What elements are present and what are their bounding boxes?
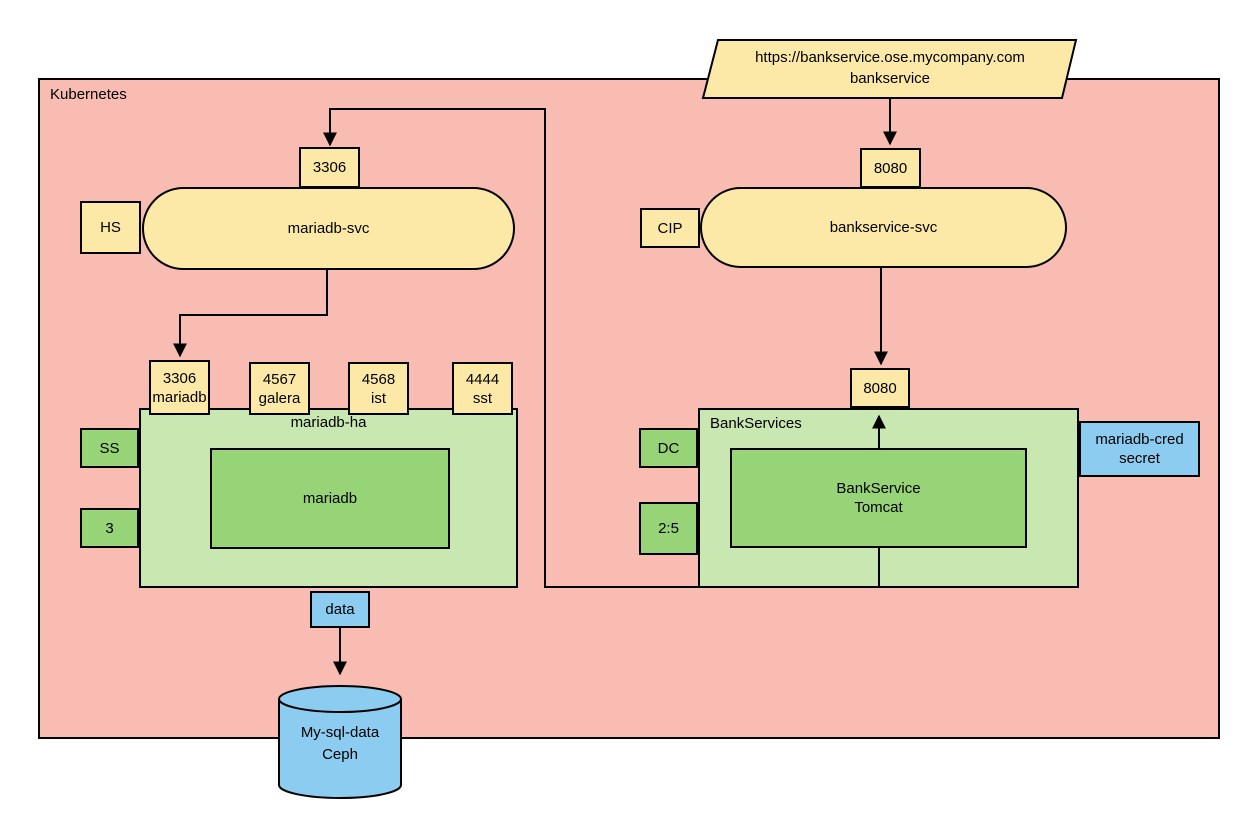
port-sst-label: sst <box>472 389 493 407</box>
port-mariadb-label: mariadb <box>152 388 207 406</box>
secret-label-line2: secret <box>1119 450 1160 467</box>
port-badge-8080-pod: 8080 <box>850 368 910 408</box>
port-badge-8080-svc: 8080 <box>860 148 921 188</box>
connector-mariadb-svc-to-pod-port <box>173 270 328 358</box>
replicas-3-label: 3 <box>105 519 114 537</box>
ingress-url-text: https://bankservice.ose.mycompany.com ba… <box>703 47 1077 89</box>
bankservice-pod-label-line2: Tomcat <box>854 499 903 516</box>
cluster-label: Kubernetes <box>50 86 127 103</box>
port-ist-label: ist <box>371 389 386 407</box>
port-8080-pod-label: 8080 <box>863 379 897 397</box>
port-badge-4444-sst: 4444 sst <box>452 362 513 415</box>
cip-label: CIP <box>657 219 683 237</box>
port-4444-label: 4444 <box>465 370 500 388</box>
secret-label-line1: mariadb-cred <box>1095 431 1184 448</box>
dc-label: DC <box>657 439 680 457</box>
port-4568-label: 4568 <box>361 370 396 388</box>
ingress-url-line2: bankservice <box>849 70 931 87</box>
mariadb-svc-node: mariadb-svc <box>142 187 515 270</box>
port-8080-svc-label: 8080 <box>873 159 908 177</box>
ss-label: SS <box>99 439 120 457</box>
mariadb-pod: mariadb <box>210 448 450 549</box>
bankservices-title: BankServices <box>710 415 802 432</box>
replicas-2-5-label: 2:5 <box>658 520 679 537</box>
storage-label-line1: My-sql-data <box>300 724 380 741</box>
storage-cylinder-body <box>278 699 402 799</box>
storage-label-line2: Ceph <box>322 746 358 763</box>
port-4567-label: 4567 <box>262 370 297 388</box>
mariadb-cred-secret: mariadb-cred secret <box>1079 421 1200 477</box>
connector-bankservice-to-mariadb-svc <box>323 108 880 588</box>
data-volume-badge: data <box>310 591 370 628</box>
kind-badge-dc: DC <box>639 428 698 468</box>
port-badge-3306-svc: 3306 <box>299 147 360 188</box>
port-galera-label: galera <box>258 389 301 407</box>
service-type-badge-cip: CIP <box>640 208 700 248</box>
mariadb-ha-container: mariadb-ha <box>139 408 518 588</box>
bankservice-svc-label: bankservice-svc <box>829 219 938 236</box>
hs-label: HS <box>100 219 121 236</box>
bankservice-tomcat-pod: BankService Tomcat <box>730 448 1027 548</box>
port-badge-3306-mariadb: 3306 mariadb <box>149 360 210 415</box>
replicas-badge-2-5: 2:5 <box>639 502 698 555</box>
storage-label: My-sql-data Ceph <box>279 722 401 766</box>
port-3306-label: 3306 <box>162 369 197 387</box>
ingress-url-line1: https://bankservice.ose.mycompany.com <box>755 49 1025 66</box>
kind-badge-ss: SS <box>80 428 139 468</box>
mariadb-pod-label: mariadb <box>302 490 358 507</box>
ingress-parallelogram <box>701 39 1078 99</box>
port-badge-4567-galera: 4567 galera <box>249 362 310 415</box>
service-type-badge-hs: HS <box>80 201 141 254</box>
mariadb-ha-title: mariadb-ha <box>290 414 367 431</box>
data-volume-label: data <box>325 601 355 618</box>
mariadb-svc-label: mariadb-svc <box>287 220 370 237</box>
bankservice-pod-label-line1: BankService <box>836 480 921 497</box>
storage-cylinder-top <box>278 685 402 713</box>
replicas-badge-3: 3 <box>80 508 139 548</box>
bankservice-svc-node: bankservice-svc <box>700 187 1067 268</box>
port-badge-4568-ist: 4568 ist <box>348 362 409 415</box>
port-3306-svc-label: 3306 <box>312 159 347 176</box>
